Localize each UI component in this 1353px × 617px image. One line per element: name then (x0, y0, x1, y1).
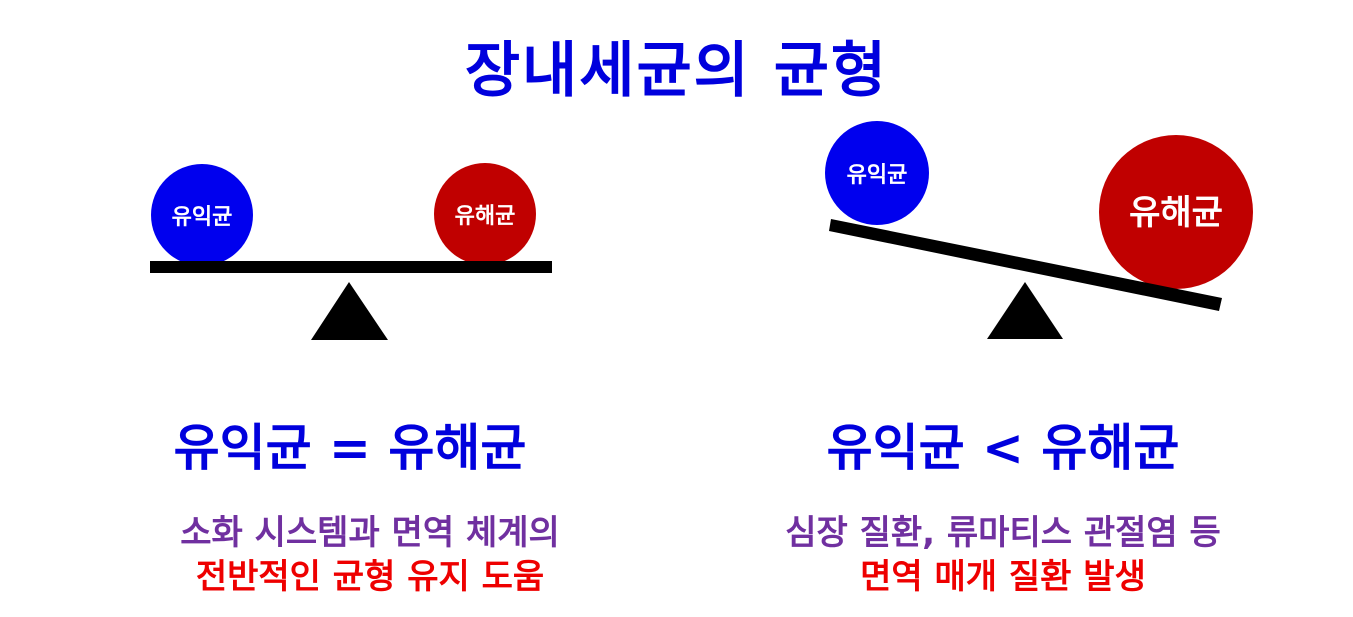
beneficial-label-right: 유익균 (847, 163, 908, 188)
fulcrum-right (987, 282, 1063, 339)
tilted-scale: 유익균 유해균 (825, 121, 1253, 339)
harmful-label-right: 유해균 (1129, 193, 1223, 233)
harmful-ball-left (434, 163, 536, 265)
balanced-desc-line1: 소화 시스템과 면역 체계의 (180, 513, 560, 553)
balanced-scale: 유익균 유해균 (150, 163, 552, 340)
page-title: 장내세균의 균형 (464, 36, 889, 106)
balanced-desc-line2: 전반적인 균형 유지 도움 (195, 557, 545, 597)
seesaw-beam-right (829, 219, 1222, 311)
relation-imbalanced: 유익균 < 유해균 (826, 419, 1180, 477)
beneficial-ball-left (151, 164, 253, 266)
fulcrum-left (311, 282, 388, 340)
seesaw-beam-left (150, 261, 552, 273)
beneficial-ball-right (825, 121, 929, 225)
harmful-label-left: 유해균 (455, 204, 516, 229)
harmful-ball-right (1099, 135, 1253, 289)
imbalanced-desc-line1: 심장 질환, 류마티스 관절염 등 (785, 513, 1221, 553)
relation-balanced: 유익균 = 유해균 (173, 419, 527, 477)
imbalanced-desc-line2: 면역 매개 질환 발생 (860, 557, 1146, 597)
beneficial-label-left: 유익균 (172, 205, 233, 230)
